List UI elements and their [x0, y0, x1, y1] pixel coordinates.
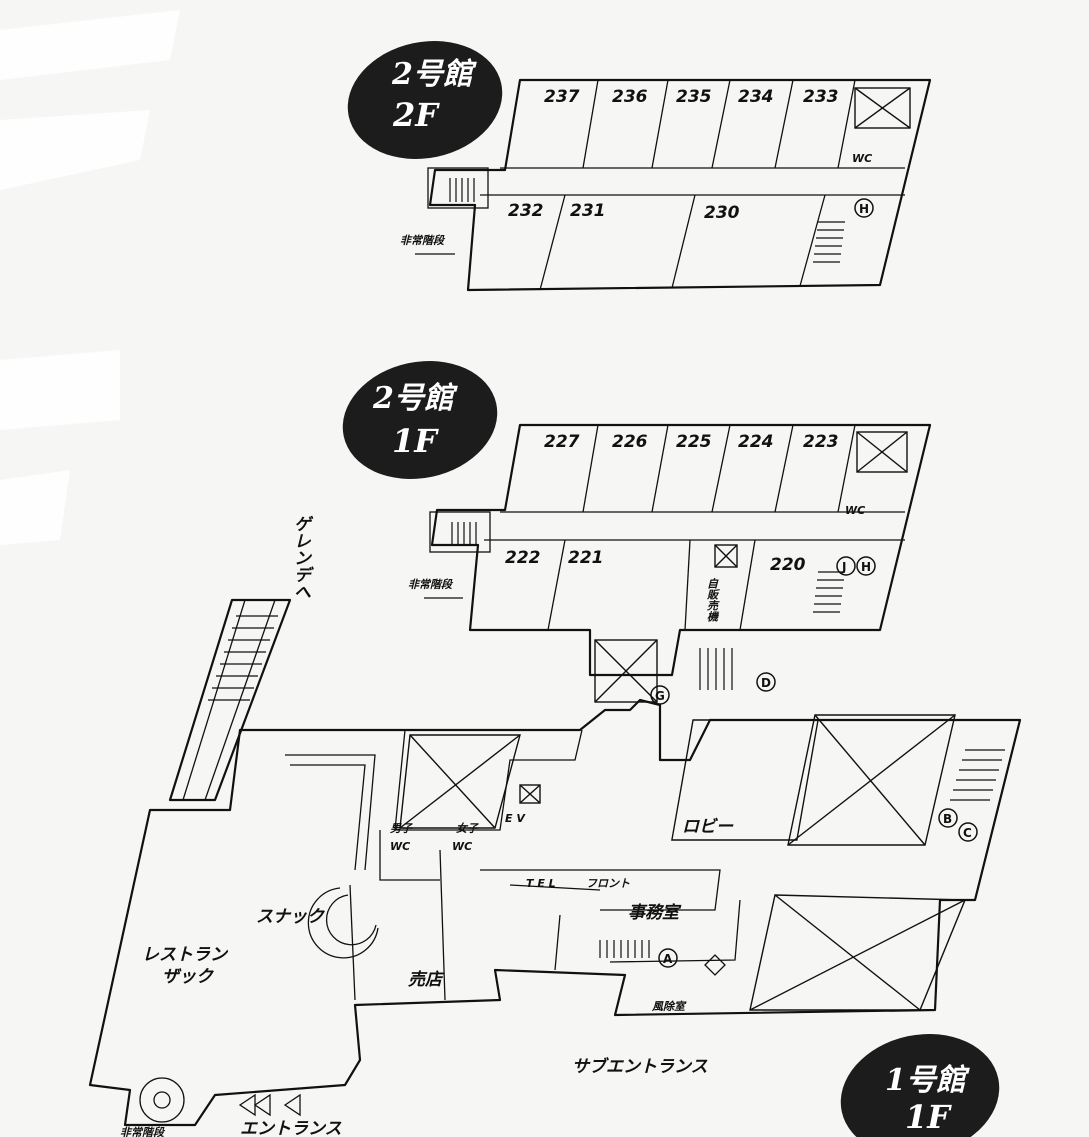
paper-smudge — [0, 10, 180, 545]
marker-b: B — [943, 812, 952, 826]
floor-2f-plan: 237 236 235 234 233 232 231 230 WC 非常階段 … — [400, 78, 932, 292]
shop-label: 売店 — [408, 970, 445, 990]
sub-entrance-label: サブエントランス — [572, 1057, 708, 1077]
marker-d: D — [761, 676, 771, 690]
snack-label: スナック — [256, 907, 325, 927]
room-236: 236 — [612, 87, 648, 107]
room-221: 221 — [568, 548, 604, 568]
male-wc-label: 男子 — [390, 822, 413, 835]
office-label: 事務室 — [628, 903, 682, 923]
female-wc-sub: WC — [452, 840, 472, 853]
marker-h: H — [859, 202, 869, 216]
stair-icon — [813, 571, 845, 613]
emergency-stairs-label: 非常階段 — [408, 578, 454, 591]
marker-g: G — [655, 689, 665, 703]
room-223: 223 — [803, 432, 839, 452]
marker-a: A — [663, 952, 673, 966]
room-237: 237 — [544, 87, 580, 107]
room-232: 232 — [508, 201, 544, 221]
front-desk-label: フロント — [586, 877, 630, 890]
room-231: 231 — [570, 201, 606, 221]
wc-label: WC — [852, 152, 872, 165]
wind-room-label: 風除室 — [651, 1000, 687, 1013]
svg-text:1号館: 1号館 — [885, 1063, 970, 1098]
tel-label: T E L — [526, 877, 556, 890]
emergency-stairs-label: 非常階段 — [400, 234, 446, 247]
room-227: 227 — [544, 432, 580, 452]
marker-h: H — [861, 560, 871, 574]
restaurant-label: レストラン — [142, 945, 229, 965]
badge-main-1f: 1号館 1F — [840, 1033, 1000, 1137]
entrance-label: エントランス — [240, 1119, 342, 1137]
room-224: 224 — [738, 432, 774, 452]
room-230: 230 — [704, 203, 740, 223]
badge-annex-1f: 2号館 1F — [342, 360, 498, 480]
ev-label: E V — [505, 812, 526, 825]
room-225: 225 — [676, 432, 712, 452]
stair-icon — [813, 221, 845, 263]
svg-text:1F: 1F — [392, 422, 439, 460]
wc-label: WC — [845, 504, 865, 517]
room-233: 233 — [803, 87, 839, 107]
stair-icon — [699, 648, 733, 690]
stair-icon — [950, 749, 1005, 801]
room-226: 226 — [612, 432, 648, 452]
stair-icon — [599, 940, 650, 958]
to-slope-label: ゲレンデへ — [290, 515, 310, 600]
badge-annex-2f: 2号館 2F — [347, 40, 503, 160]
stair-icon — [449, 178, 475, 202]
room-234: 234 — [738, 87, 774, 107]
room-235: 235 — [676, 87, 712, 107]
svg-text:2F: 2F — [392, 96, 440, 134]
marker-j: J — [841, 560, 846, 574]
male-wc-sub: WC — [390, 840, 410, 853]
svg-text:2号館: 2号館 — [391, 57, 477, 92]
svg-text:2号館: 2号館 — [372, 381, 458, 416]
stair-icon — [451, 522, 477, 546]
marker-c: C — [963, 826, 972, 840]
vending-label: 自販売機 — [705, 578, 719, 623]
female-wc-label: 女子 — [456, 822, 479, 835]
room-220: 220 — [770, 555, 806, 575]
emergency-stairs-label: 非常階段 — [120, 1126, 166, 1137]
room-222: 222 — [505, 548, 541, 568]
floor-1f-main-plan: ゲレンデへ E V ロビー 男子 WC 女子 WC T E L フロント 事務室… — [88, 515, 1022, 1137]
restaurant-name: ザック — [162, 967, 214, 987]
lobby-label: ロビー — [682, 817, 734, 837]
svg-text:1F: 1F — [905, 1098, 952, 1136]
stair-icon — [208, 615, 278, 701]
floor-1f-annex-plan: 227 226 225 224 223 222 221 220 WC 自販売機 … — [408, 423, 932, 705]
